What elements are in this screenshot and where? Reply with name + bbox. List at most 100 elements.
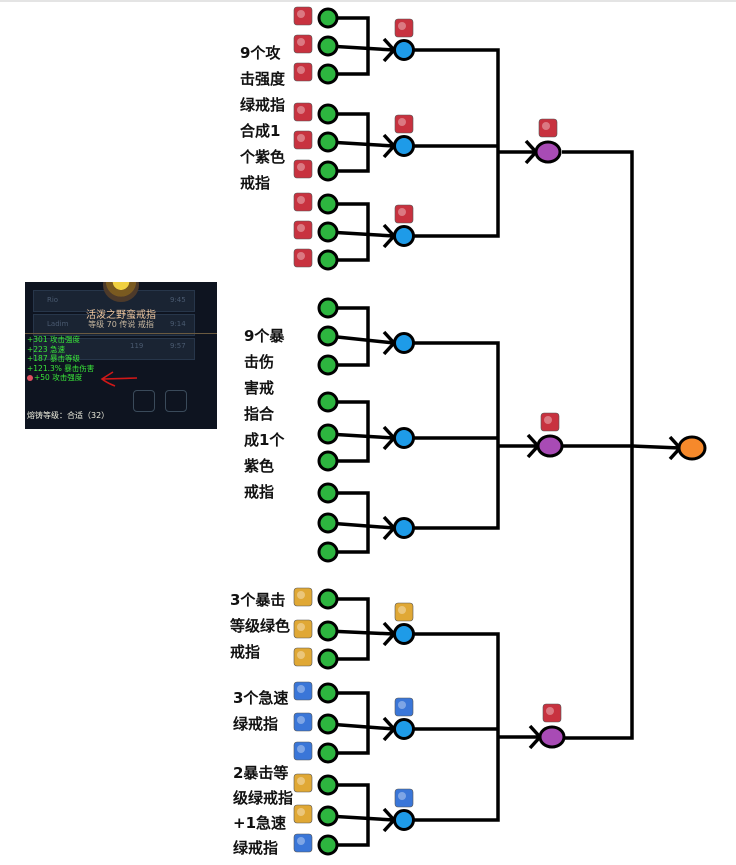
- item-level: 等级 70 传说 戒指: [88, 320, 154, 329]
- merge-arrow-line: [327, 140, 395, 148]
- green-ring-node: [317, 63, 339, 85]
- gem-highlight: [297, 623, 305, 631]
- gem-stat-text: +50 攻击强度: [34, 373, 83, 382]
- red-gem-icon: [293, 6, 313, 26]
- group-2-label: 9个暴 击伤 害戒 指合 成1个 紫色 戒指: [244, 327, 285, 501]
- stat-line: +187 暴击等级: [27, 354, 80, 363]
- slot-box: [133, 390, 155, 412]
- red-gem-icon: [293, 248, 313, 268]
- blue-gem-icon: [293, 712, 313, 732]
- ghost-text: 9:45: [170, 296, 186, 304]
- red-gem-icon: [293, 159, 313, 179]
- purple-ring-node: [538, 725, 566, 749]
- blue-gem-icon: [293, 741, 313, 761]
- gold-gem-icon: [293, 804, 313, 824]
- gem-highlight: [398, 792, 406, 800]
- green-ring-node: [317, 541, 339, 563]
- final-feed-line: [562, 444, 681, 450]
- green-ring-node: [317, 249, 339, 271]
- gem-highlight: [297, 134, 305, 142]
- slot-box: [165, 390, 187, 412]
- ring-tooltip-card: Rio 9:45 Ladim 9:14 119 9:57 活泼之野蛮戒指 等级 …: [25, 282, 217, 429]
- red-gem-icon: [394, 18, 414, 38]
- merge-arrow-line: [327, 521, 395, 530]
- gold-gem-icon: [293, 773, 313, 793]
- gold-gem-icon: [293, 619, 313, 639]
- ghost-row: [33, 314, 195, 336]
- top-border: [0, 0, 736, 2]
- bracket-line: [328, 202, 370, 262]
- green-ring-node: [317, 774, 339, 796]
- green-ring-node: [317, 482, 339, 504]
- bracket-line: [328, 691, 370, 755]
- bracket-line: [328, 597, 370, 661]
- bracket-line: [328, 400, 370, 463]
- merge-arrow-line: [327, 722, 395, 731]
- red-gem-icon: [394, 114, 414, 134]
- blue-gem-icon: [293, 681, 313, 701]
- gem-highlight: [297, 38, 305, 46]
- merge-arrow-line: [327, 814, 395, 822]
- red-gem-icon: [540, 412, 560, 432]
- green-ring-node: [317, 131, 339, 153]
- merge-arrow-line: [327, 44, 395, 52]
- gem-highlight: [544, 416, 552, 424]
- gem-socket-icon: [27, 375, 33, 381]
- join-line: [414, 632, 500, 822]
- red-gem-icon: [542, 703, 562, 723]
- gem-highlight: [398, 701, 406, 709]
- blue-gem-icon: [394, 788, 414, 808]
- ghost-text: 119: [130, 342, 144, 350]
- group-3c-label: 2暴击等 级绿戒指 +1急速 绿戒指: [233, 764, 294, 857]
- gem-highlight: [297, 66, 305, 74]
- merge-arrow-line: [327, 432, 395, 440]
- gem-highlight: [398, 118, 406, 126]
- merge-arrow-line: [327, 629, 395, 636]
- gem-highlight: [297, 10, 305, 18]
- red-gem-icon: [394, 204, 414, 224]
- gem-highlight: [542, 122, 550, 130]
- gem-highlight: [297, 837, 305, 845]
- gem-highlight: [297, 196, 305, 204]
- gem-highlight: [297, 716, 305, 724]
- divider: [25, 333, 217, 334]
- red-gem-icon: [293, 220, 313, 240]
- blue-ring-node: [393, 517, 415, 539]
- green-ring-node: [317, 805, 339, 827]
- blue-ring-node: [393, 332, 415, 354]
- reforge-level: 熔铸等级：合适（32）: [27, 411, 110, 420]
- green-ring-node: [317, 713, 339, 735]
- blue-ring-node: [393, 135, 415, 157]
- green-ring-node: [317, 391, 339, 413]
- stat-line: +223 急速: [27, 344, 65, 354]
- green-ring-node: [317, 221, 339, 243]
- stat-line-gem: +50 攻击强度: [27, 373, 94, 383]
- gem-highlight: [398, 22, 406, 30]
- merge-arrow-line: [327, 334, 395, 345]
- green-ring-node: [317, 7, 339, 29]
- green-ring-node: [317, 193, 339, 215]
- green-ring-node: [317, 620, 339, 642]
- green-ring-node: [317, 35, 339, 57]
- green-ring-node: [317, 512, 339, 534]
- join-line: [414, 341, 500, 530]
- green-ring-node: [317, 588, 339, 610]
- bracket-line: [328, 491, 370, 554]
- red-gem-icon: [293, 62, 313, 82]
- gem-highlight: [297, 591, 305, 599]
- stat-line: +301 攻击强度: [27, 335, 80, 344]
- red-gem-icon: [293, 34, 313, 54]
- green-ring-node: [317, 450, 339, 472]
- blue-ring-node: [393, 718, 415, 740]
- red-gem-icon: [293, 192, 313, 212]
- blue-ring-node: [393, 39, 415, 61]
- green-ring-node: [317, 103, 339, 125]
- merge-arrow-line: [327, 230, 395, 238]
- ghost-text: 9:57: [170, 342, 186, 350]
- ghost-row: [33, 338, 195, 360]
- red-arrow-annotation-icon: [100, 371, 138, 387]
- gem-highlight: [297, 685, 305, 693]
- gem-highlight: [297, 163, 305, 171]
- bracket-line: [328, 306, 370, 367]
